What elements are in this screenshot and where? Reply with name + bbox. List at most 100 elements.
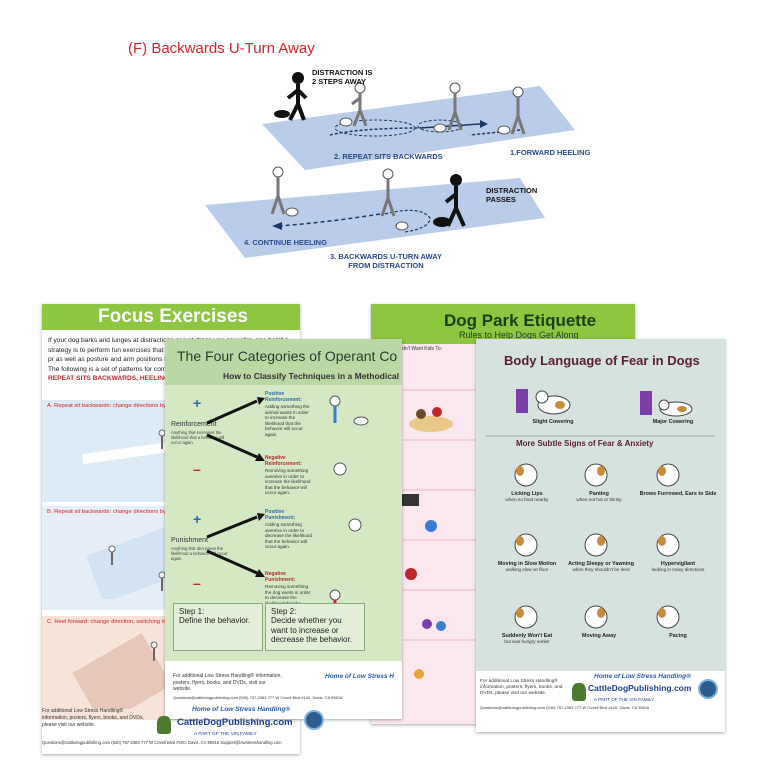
handler-icon-upper-2 xyxy=(433,82,463,133)
fear-sign-name: Brows Furrowed, Ears to Side xyxy=(639,491,717,497)
step-1-box: Step 1: Define the behavior. xyxy=(173,603,263,651)
fear-sign: Brows Furrowed, Ears to Side xyxy=(636,491,720,497)
plus-icon: + xyxy=(193,511,202,527)
positive-reinforcement-desc: Adding something the animal wants in ord… xyxy=(265,404,310,437)
fear-sign: Pacing xyxy=(636,633,720,639)
step-2-body: Decide whether you want to increase or d… xyxy=(271,616,352,645)
minus-icon: – xyxy=(193,461,201,477)
slight-cowering-label: Slight Cowering xyxy=(532,419,574,425)
operant-footer-home: Home of Low Stress H xyxy=(325,673,394,680)
fear-sign-detail: walking slow on floor xyxy=(505,567,549,573)
focus-title: Focus Exercises xyxy=(42,304,300,330)
fear-sign-detail: but was hungry earlier xyxy=(504,639,550,645)
heeling-diagram: (F) Backwards U-Turn Away xyxy=(0,0,768,290)
fear-sign-name: Pacing xyxy=(669,633,687,639)
dog-icons xyxy=(514,463,680,629)
forward-heeling-label: 1.FORWARD HEELING xyxy=(510,148,591,157)
continue-heeling-label: 4. CONTINUE HEELING xyxy=(244,238,327,247)
heeling-paths xyxy=(205,72,575,258)
positive-punishment: Positive Punishment: Adding something av… xyxy=(265,509,313,550)
footer-contact: Questions@cattledogpublishing.com (530) … xyxy=(42,740,282,745)
cower-figure-icon xyxy=(516,389,528,413)
distraction-person-icon xyxy=(274,72,308,121)
park-title: Dog Park Etiquette xyxy=(444,311,597,330)
fear-section-title: More Subtle Signs of Fear & Anxiety xyxy=(516,439,654,448)
footer-brand[interactable]: CattleDogPublishing.com xyxy=(177,717,293,728)
lower-walkway xyxy=(205,178,545,258)
negative-reinforcement: Negative Reinforcement: Removing somethi… xyxy=(265,455,313,496)
cattle-dog-logo-icon xyxy=(157,716,171,734)
fear-title: Body Language of Fear in Dogs xyxy=(504,353,700,368)
park-header: Dog Park Etiquette Rules to Help Dogs Ge… xyxy=(371,304,635,344)
park-col-header: You Wouldn't Want Kids To: xyxy=(381,346,442,352)
handler-icon-lower-1 xyxy=(270,166,299,217)
focus-intro-line-4: The following is a set of patterns for c… xyxy=(48,365,171,373)
distraction-passes-label: DISTRACTION PASSES xyxy=(486,186,538,204)
repeat-sits-label: 2. REPEAT SITS BACKWARDS xyxy=(334,152,443,161)
footer-part: A PART OF THE VIN FAMILY xyxy=(194,732,257,737)
distraction-steps-label: DISTRACTION is 2 STEPS AWAY xyxy=(312,68,373,86)
reinforcement-heading: Reinforcement xyxy=(171,421,217,428)
fear-sign-name: Suddenly Won't Eat xyxy=(501,633,553,639)
step-1-body: Define the behavior. xyxy=(179,616,251,625)
lsh-seal-icon xyxy=(698,679,718,699)
park-subtitle: Rules to Help Dogs Get Along xyxy=(459,330,579,340)
fear-sign: Moving Away xyxy=(562,633,636,639)
focus-illustration-b xyxy=(86,525,188,603)
fear-sign-detail: when they shouldn't be tired xyxy=(572,567,630,573)
step-1-title: Step 1: xyxy=(179,607,205,616)
operant-footer-contact: Questions@cattledogpublishing.com (530) … xyxy=(173,695,343,700)
positive-reinforcement: Positive Reinforcement: Adding something… xyxy=(265,391,313,437)
negative-reinforcement-title: Negative Reinforcement: xyxy=(265,455,302,467)
focus-intro-bold: REPEAT SITS BACKWARDS, HEELING, REPEAT xyxy=(48,375,200,383)
plus-icon: + xyxy=(193,395,202,411)
fear-footer-part: A PART OF THE VIN FAMILY xyxy=(594,697,655,702)
punishment-label: Punishment Anything that decreases the l… xyxy=(171,537,231,561)
reinforcement-label: Reinforcement Anything that increases th… xyxy=(171,421,231,445)
punishment-desc: Anything that decreases the likelihood a… xyxy=(171,546,228,562)
cower-figure-icon xyxy=(640,391,652,415)
handler-icon-upper-1 xyxy=(339,82,368,127)
u-turn-label: 3. BACKWARDS U-TURN AWAY FROM DISTRACTIO… xyxy=(330,252,442,270)
operant-title: The Four Categories of Operant Co xyxy=(177,348,398,364)
fear-sign-name: Moving Away xyxy=(581,633,617,639)
negative-reinforcement-desc: Removing something aversive in order to … xyxy=(265,468,311,495)
fear-illustrations xyxy=(514,389,693,629)
minus-icon: – xyxy=(193,575,201,591)
fear-sign-name: Moving in Slow Motion xyxy=(497,561,557,567)
focus-intro-line-3: as well as posture and arm positions tha… xyxy=(55,356,181,364)
step-2-title: Step 2: xyxy=(271,607,297,616)
fear-sign-detail: when not hot or thirsty xyxy=(576,497,622,503)
distraction-person-lower-icon xyxy=(433,174,466,227)
major-cowering-label: Major Cowering xyxy=(652,419,694,425)
focus-caption-a: A. Repeat sit backwards: change directio… xyxy=(47,403,245,409)
fear-footer-brand[interactable]: CattleDogPublishing.com xyxy=(588,683,692,693)
cattle-dog-logo-icon xyxy=(572,683,586,701)
operant-footer: For additional Low Stress Handling® info… xyxy=(165,661,402,719)
positive-punishment-title: Positive Punishment: xyxy=(265,509,296,521)
focus-caption-b: B. Repeat sit backwards: change directio… xyxy=(47,509,186,515)
fear-sign-detail: looking in many directions xyxy=(651,567,705,573)
fear-sign-name: Licking Lips xyxy=(511,491,543,497)
operant-subtitle: How to Classify Techniques in a Methodic… xyxy=(223,371,400,381)
positive-reinforcement-title: Positive Reinforcement: xyxy=(265,391,302,403)
lsh-seal-icon xyxy=(304,710,324,730)
footer-text: For additional Low Stress Handling® info… xyxy=(42,708,144,728)
page-footer: For additional Low Stress Handling® info… xyxy=(42,704,372,754)
punishment-heading: Punishment xyxy=(171,537,208,544)
handler-icon-lower-2 xyxy=(380,168,409,231)
fear-footer-text: For additional Low Stress Handling® info… xyxy=(480,679,563,697)
fear-poster: Body Language of Fear in Dogs Slight Cow… xyxy=(476,339,725,732)
fear-footer: For additional Low Stress Handling® info… xyxy=(476,671,725,732)
fear-sign-name: Hypervigilant xyxy=(660,561,696,567)
reinforcement-desc: Anything that increases the likelihood t… xyxy=(171,430,225,446)
fear-sign-name: Acting Sleepy or Yawning xyxy=(568,561,634,567)
fear-sign-detail: when no food nearby xyxy=(505,497,549,503)
focus-illustration-c xyxy=(72,632,172,725)
